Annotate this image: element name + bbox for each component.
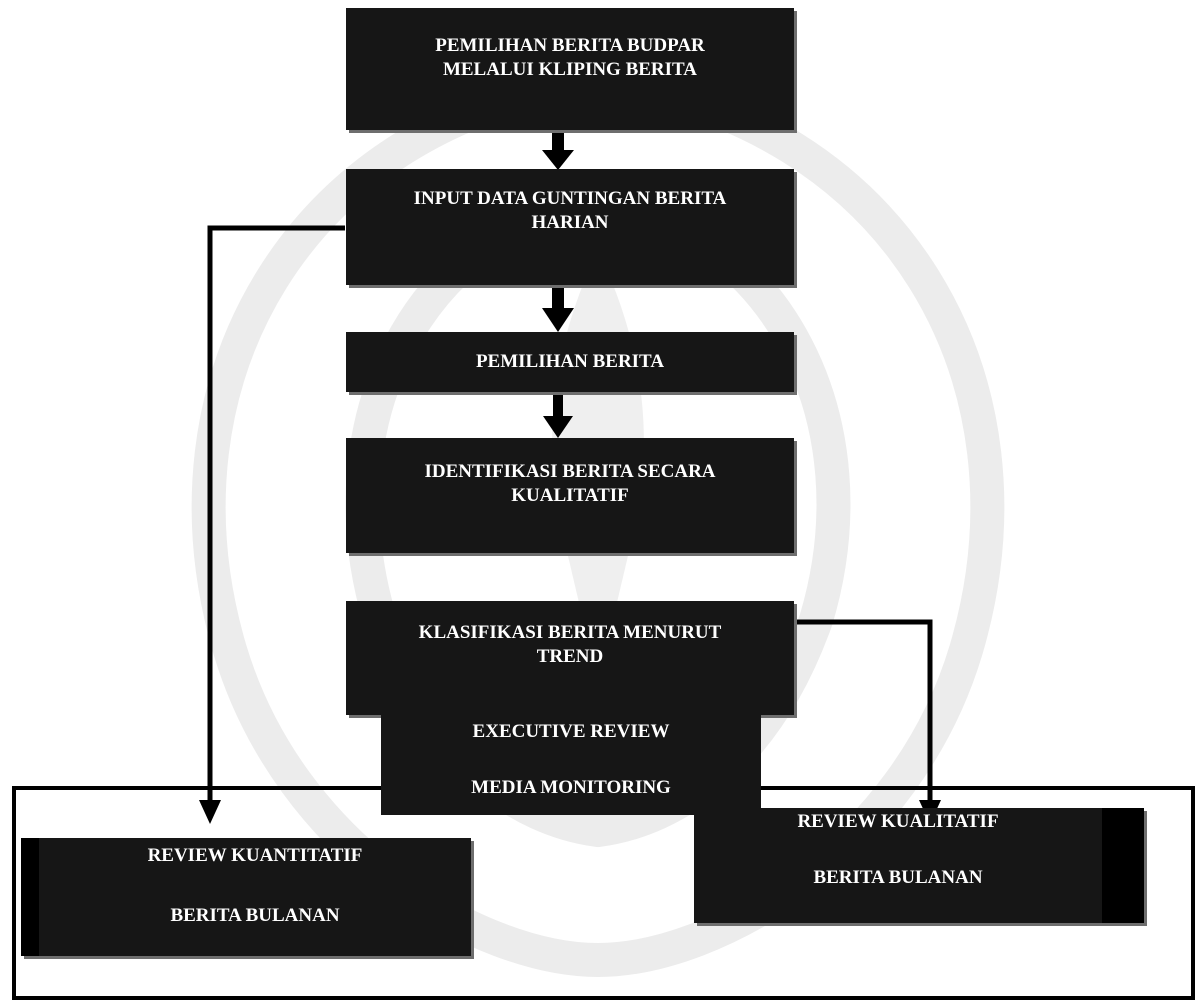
box4-line1: IDENTIFIKASI BERITA SECARA xyxy=(424,461,716,482)
box2-line1: INPUT DATA GUNTINGAN BERITA xyxy=(413,188,727,209)
box-executive-review: EXECUTIVE REVIEW MEDIA MONITORING xyxy=(381,700,761,815)
box5-line2: TREND xyxy=(536,646,604,667)
box1-line1: PEMILIHAN BERITA BUDPAR xyxy=(435,35,705,56)
box-review-kuantitatif: REVIEW KUANTITATIF BERITA BULANAN xyxy=(21,838,471,956)
box-input-data-guntingan: INPUT DATA GUNTINGAN BERITA HARIAN xyxy=(346,169,794,285)
box-pemilihan-berita-budpar: PEMILIHAN BERITA BUDPAR MELALUI KLIPING … xyxy=(346,8,794,130)
box-klasifikasi-berita: KLASIFIKASI BERITA MENURUT TREND xyxy=(346,601,794,715)
box-review-kualitatif: REVIEW KUALITATIF BERITA BULANAN xyxy=(694,808,1144,923)
box6-line1: EXECUTIVE REVIEW xyxy=(472,721,670,742)
box7-line2: BERITA BULANAN xyxy=(170,905,340,926)
box2-line2: HARIAN xyxy=(531,212,609,233)
box8-line2: BERITA BULANAN xyxy=(813,867,983,888)
box4-line2: KUALITATIF xyxy=(511,485,629,506)
box8-line1: REVIEW KUALITATIF xyxy=(797,811,999,832)
box-identifikasi-berita: IDENTIFIKASI BERITA SECARA KUALITATIF xyxy=(346,438,794,553)
box-pemilihan-berita: PEMILIHAN BERITA xyxy=(346,332,794,392)
box6-line2: MEDIA MONITORING xyxy=(471,777,671,798)
box3-line1: PEMILIHAN BERITA xyxy=(475,351,665,372)
box5-line1: KLASIFIKASI BERITA MENURUT xyxy=(418,622,722,643)
box7-line1: REVIEW KUANTITATIF xyxy=(147,845,363,866)
box1-line2: MELALUI KLIPING BERITA xyxy=(442,59,698,80)
